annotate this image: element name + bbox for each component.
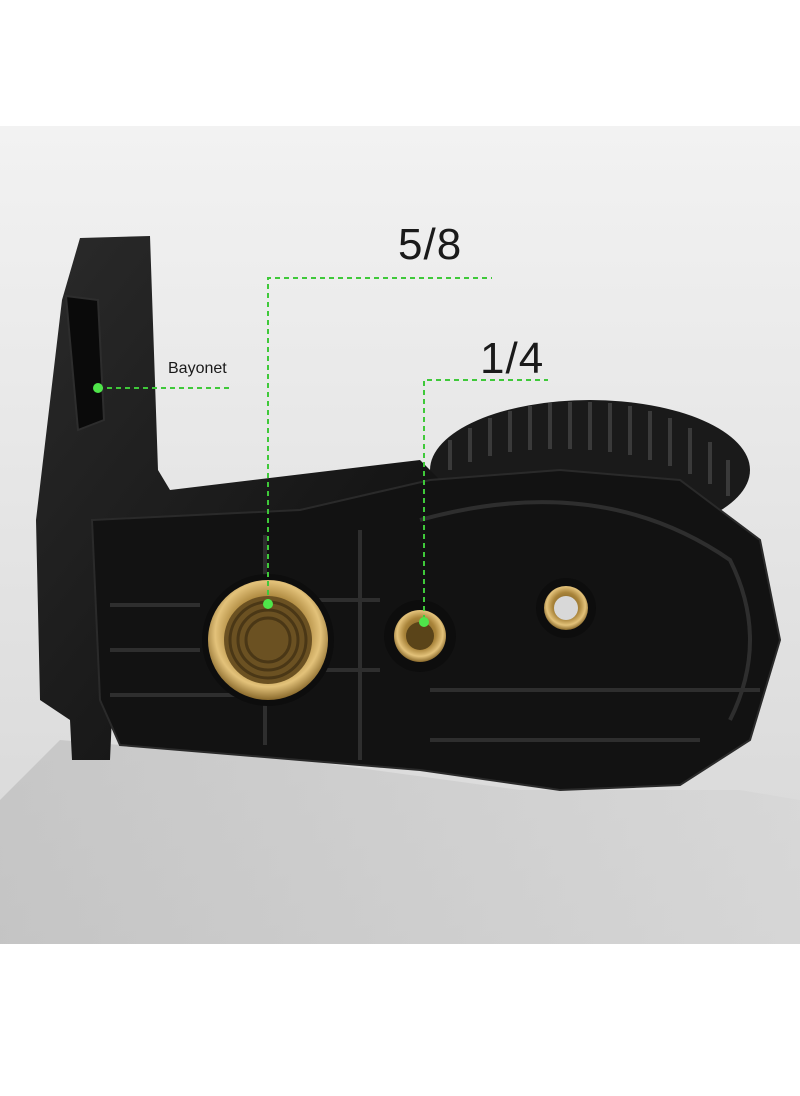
small-thread-label: 1/4 bbox=[480, 334, 545, 383]
callout-line-large bbox=[267, 277, 492, 604]
callout-dots bbox=[93, 383, 429, 627]
callout-dot-bayonet bbox=[93, 383, 103, 393]
large-thread-insert bbox=[202, 574, 334, 706]
floor-shadow bbox=[0, 740, 800, 944]
small-thread-insert bbox=[384, 600, 456, 672]
callout-dot-large bbox=[263, 599, 273, 609]
bayonet-slot bbox=[64, 294, 106, 432]
callout-lines bbox=[98, 277, 548, 620]
bayonet-label: Bayonet bbox=[168, 360, 227, 377]
large-thread-label: 5/8 bbox=[398, 220, 463, 269]
callout-dot-small bbox=[419, 617, 429, 627]
bayonet-plate bbox=[36, 236, 440, 760]
pivot-screw bbox=[536, 578, 596, 638]
